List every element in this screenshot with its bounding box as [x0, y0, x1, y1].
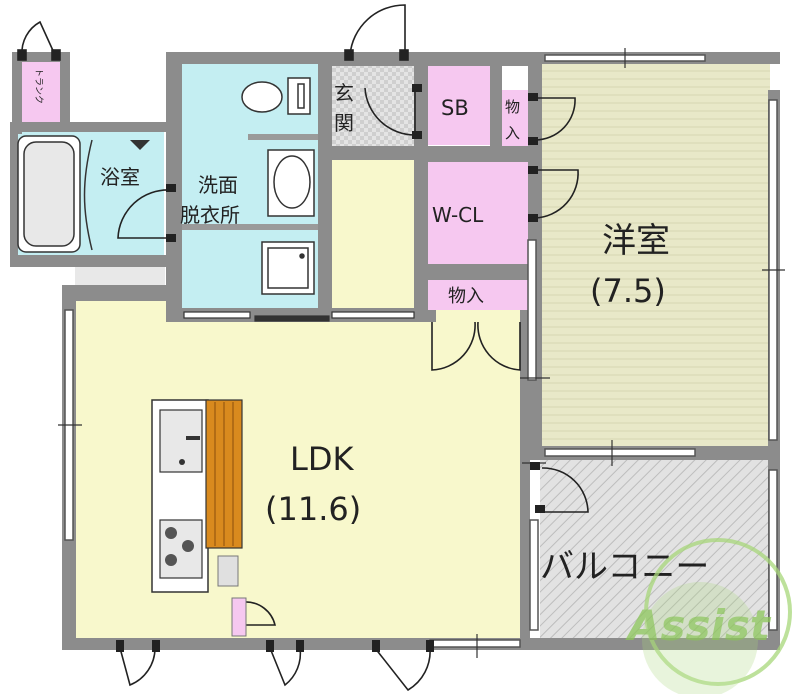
trunk-floor — [22, 62, 60, 122]
pantry-door — [244, 601, 277, 626]
wcl-door — [534, 169, 579, 219]
label-washroom-line1: 洗面 — [198, 173, 238, 197]
wall-entrance-bottom — [332, 146, 424, 160]
toilet-partition — [248, 134, 318, 140]
toilet — [241, 77, 311, 115]
bath-curve — [83, 139, 93, 251]
bath-door — [117, 189, 171, 239]
assist-watermark: Assist — [625, 538, 792, 694]
small-closet-door — [534, 97, 576, 141]
window-balcony-right — [768, 469, 778, 631]
mid-closet-door — [431, 321, 521, 371]
window-balcony-left — [529, 519, 539, 631]
wall-bath-top — [12, 122, 182, 132]
washroom-partition — [182, 224, 318, 230]
mid-closet-floor — [428, 280, 528, 310]
room-labels: トランク 浴室 洗面 脱衣所 玄 関 SB 物 入 W-CL 物入 洋室 (7.… — [33, 68, 709, 587]
label-ldk-size: (11.6) — [265, 490, 361, 528]
window-balcony-top — [544, 448, 696, 457]
wall-top-wash — [170, 52, 330, 64]
entrance-inner-door — [364, 87, 416, 136]
small-closet-floor — [502, 90, 530, 146]
label-balcony: バルコニー — [540, 547, 709, 587]
wall-closet-bottom — [414, 310, 436, 322]
watermark-text: Assist — [625, 601, 772, 650]
label-sb: SB — [441, 96, 469, 120]
wall-wash-right — [318, 52, 332, 318]
window-wcl-divider — [527, 239, 537, 381]
wall-bath-bottom — [10, 255, 180, 267]
wall-corridor — [62, 285, 182, 301]
western-room-floor — [540, 62, 770, 447]
balcony-floor — [540, 458, 772, 640]
hall-floor — [330, 160, 420, 310]
fridge-space — [217, 555, 239, 587]
bathtub — [17, 135, 81, 253]
pantry — [231, 597, 247, 637]
shower-icon — [130, 140, 150, 150]
sliding-doors — [183, 311, 415, 322]
watermark-circle — [644, 538, 792, 686]
ldk-floor — [75, 300, 525, 642]
label-mid-closet: 物入 — [448, 286, 484, 307]
door-swings — [17, 4, 589, 692]
label-trunk: トランク — [33, 68, 44, 104]
wall-ldk-right — [520, 310, 530, 640]
wall-top-trunk — [14, 52, 66, 62]
bottom-door-left — [119, 647, 156, 687]
label-entrance-line1: 玄 — [334, 81, 354, 105]
sliding-door-corridor — [254, 315, 330, 322]
wall-sb-right — [490, 52, 502, 152]
floor-fills — [14, 62, 772, 642]
window-ldk-bottom — [429, 639, 521, 648]
label-small-closet-line1: 物 — [505, 98, 520, 116]
wall-sb-bottom — [414, 146, 534, 162]
wall-trunk-right — [60, 52, 70, 132]
trunk-door — [21, 20, 56, 56]
wall-wcl-bottom — [414, 264, 534, 280]
sb-floor — [428, 65, 490, 145]
label-washroom-line2: 脱衣所 — [180, 203, 240, 227]
label-entrance-line2: 関 — [334, 111, 354, 135]
bottom-door-right — [374, 647, 431, 692]
bottom-door-mid — [269, 647, 302, 687]
entrance-door — [349, 4, 406, 56]
wall-entrance-right — [414, 52, 428, 322]
label-bath: 浴室 — [100, 165, 140, 189]
label-wcl: W-CL — [432, 203, 484, 227]
label-western-size: (7.5) — [590, 272, 666, 310]
wall-bath-left — [10, 122, 18, 262]
washing-machine — [261, 241, 315, 295]
wall-trunk-left — [12, 52, 22, 134]
label-ldk-name: LDK — [290, 440, 354, 478]
sliding-door-washroom — [183, 311, 251, 319]
label-small-closet-line2: 入 — [505, 124, 520, 142]
kitchen-counter — [151, 399, 209, 593]
wcl-floor — [428, 162, 528, 264]
washbasin — [267, 149, 315, 217]
label-western-name: 洋室 — [602, 221, 670, 261]
balcony-door — [541, 467, 589, 513]
sliding-door-hall — [331, 311, 415, 319]
